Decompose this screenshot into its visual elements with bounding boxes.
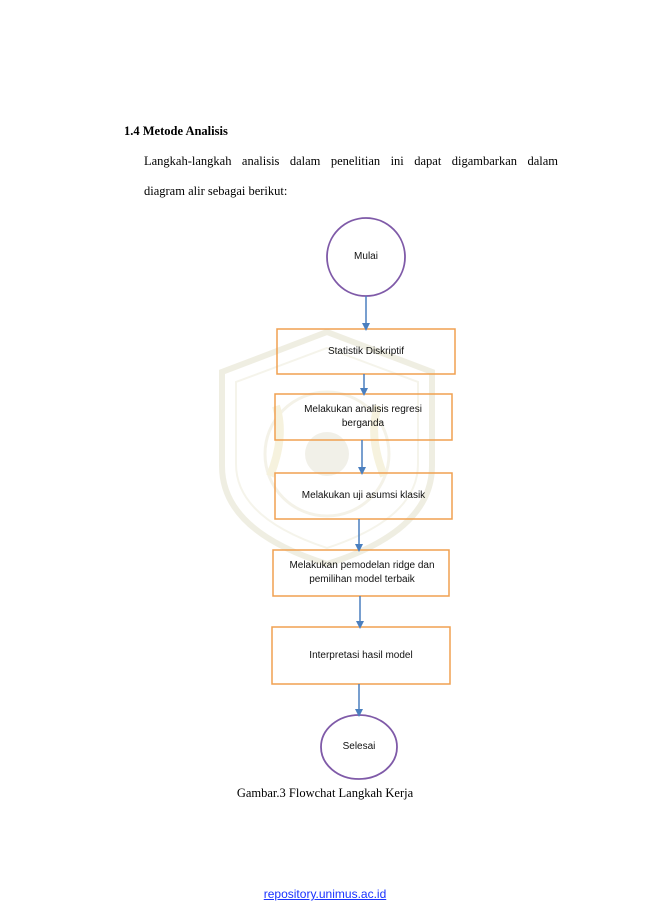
statistik-diskriptif-label: Statistik Diskriptif	[327, 345, 405, 357]
uji-asumsi-label: Melakukan uji asumsi klasik	[301, 490, 426, 501]
start-label: Mulai	[354, 251, 378, 262]
figure-caption: Gambar.3 Flowchat Langkah Kerja	[236, 786, 414, 800]
university-seal-watermark	[219, 328, 435, 568]
section-paragraph: Langkah-langkah analisis dalam penelitia…	[124, 146, 558, 206]
repository-link[interactable]: repository.unimus.ac.id	[263, 887, 387, 901]
pemodelan-ridge-label: Melakukan pemodelan ridge dan pemilihan …	[289, 560, 435, 585]
paragraph-line-2: diagram alir sebagai berikut:	[144, 184, 288, 198]
interpretasi-label: Interpretasi hasil model	[309, 649, 413, 661]
analisis-regresi-label: Melakukan analisis regresi berganda	[304, 404, 422, 429]
end-label: Selesai	[342, 741, 376, 752]
paragraph-line-1: Langkah-langkah analisis dalam penelitia…	[144, 154, 558, 168]
section-heading: 1.4 Metode Analisis	[124, 124, 228, 138]
